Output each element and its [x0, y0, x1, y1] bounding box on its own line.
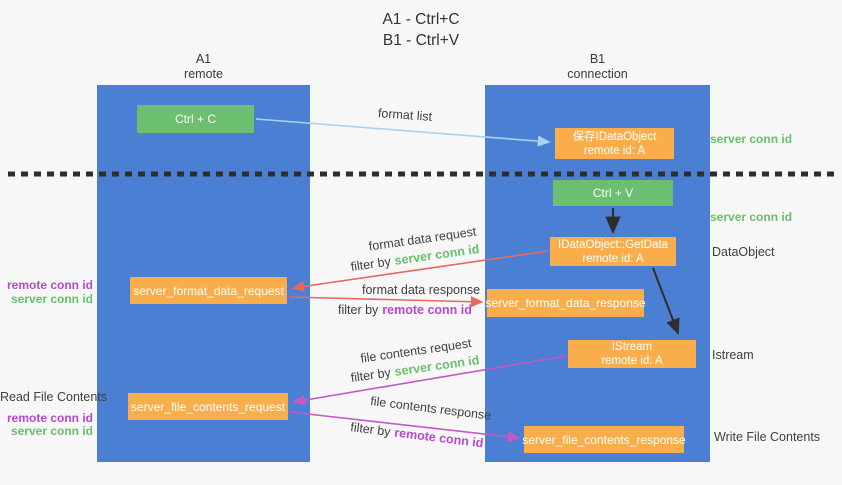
- format-data-response-arrow: [288, 296, 484, 308]
- right-label-write-file-contents: Write File Contents: [714, 430, 821, 444]
- node-save-idataobject-line2: remote id: A: [583, 144, 646, 157]
- node-ctrl-c-label: Ctrl + C: [174, 112, 216, 126]
- node-server-format-data-response-label: server_format_data_response: [485, 296, 646, 310]
- right-label-server-conn-id-2: server conn id: [710, 210, 793, 224]
- node-server-file-contents-request-label: server_file_contents_request: [130, 399, 286, 414]
- left-label-remote-conn-id-1: remote conn id: [6, 278, 93, 292]
- left-label-read-file-contents: Read File Contents: [0, 390, 108, 404]
- right-column-subtitle: connection: [567, 67, 628, 81]
- node-save-idataobject: 保存IDataObject remote id: A: [555, 128, 674, 159]
- remote-conn-id-text: remote conn id: [382, 303, 472, 317]
- node-server-file-contents-request: server_file_contents_request: [128, 393, 288, 420]
- title-line-2: B1 - Ctrl+V: [382, 32, 460, 49]
- filter-by-text: filter by: [349, 365, 392, 385]
- node-server-file-contents-response-label: server_file_contents_response: [522, 432, 686, 447]
- filter-by-text: filter by: [338, 303, 379, 317]
- filter-by-text: filter by: [349, 420, 392, 439]
- node-istream: IStream remote id: A: [568, 340, 696, 368]
- diagram-title: A1 - Ctrl+C B1 - Ctrl+V: [0, 9, 842, 51]
- left-label-remote-conn-id-2: remote conn id: [6, 411, 93, 425]
- node-server-format-data-response: server_format_data_response: [485, 289, 646, 317]
- node-idataobject-getdata-line2: remote id: A: [582, 252, 644, 265]
- node-server-format-data-request-label: server_format_data_request: [133, 283, 284, 298]
- title-line-1: A1 - Ctrl+C: [382, 11, 460, 28]
- filter-by-text: filter by: [349, 254, 392, 274]
- right-label-server-conn-id-1: server conn id: [710, 132, 793, 146]
- right-column-name: B1: [589, 52, 606, 66]
- right-label-dataobject: DataObject: [712, 245, 775, 259]
- right-column-header: B1 connection: [485, 52, 710, 82]
- edge-label-format-list: format list: [377, 106, 433, 124]
- left-column-name: A1: [195, 52, 212, 66]
- node-idataobject-getdata-line1: IDataObject::GetData: [558, 238, 668, 251]
- right-label-istream: Istream: [712, 348, 754, 362]
- left-column-subtitle: remote: [184, 67, 223, 81]
- remote-conn-id-text: remote conn id: [393, 425, 485, 451]
- node-ctrl-c: Ctrl + C: [137, 105, 254, 133]
- edge-label-file-contents-response: file contents response: [369, 394, 492, 423]
- node-ctrl-v: Ctrl + V: [553, 180, 673, 206]
- left-label-server-conn-id-2: server conn id: [10, 424, 93, 438]
- left-column-header: A1 remote: [97, 52, 310, 82]
- node-idataobject-getdata: IDataObject::GetData remote id: A: [550, 237, 676, 266]
- edge-label-format-data-response: format data response: [362, 283, 481, 297]
- node-server-format-data-request: server_format_data_request: [130, 277, 287, 304]
- node-ctrl-v-label: Ctrl + V: [592, 186, 634, 200]
- node-save-idataobject-line1: 保存IDataObject: [572, 130, 657, 143]
- left-label-server-conn-id-1: server conn id: [10, 292, 93, 306]
- node-server-file-contents-response: server_file_contents_response: [522, 426, 686, 453]
- node-istream-line1: IStream: [611, 341, 653, 353]
- node-istream-line2: remote id: A: [601, 355, 663, 367]
